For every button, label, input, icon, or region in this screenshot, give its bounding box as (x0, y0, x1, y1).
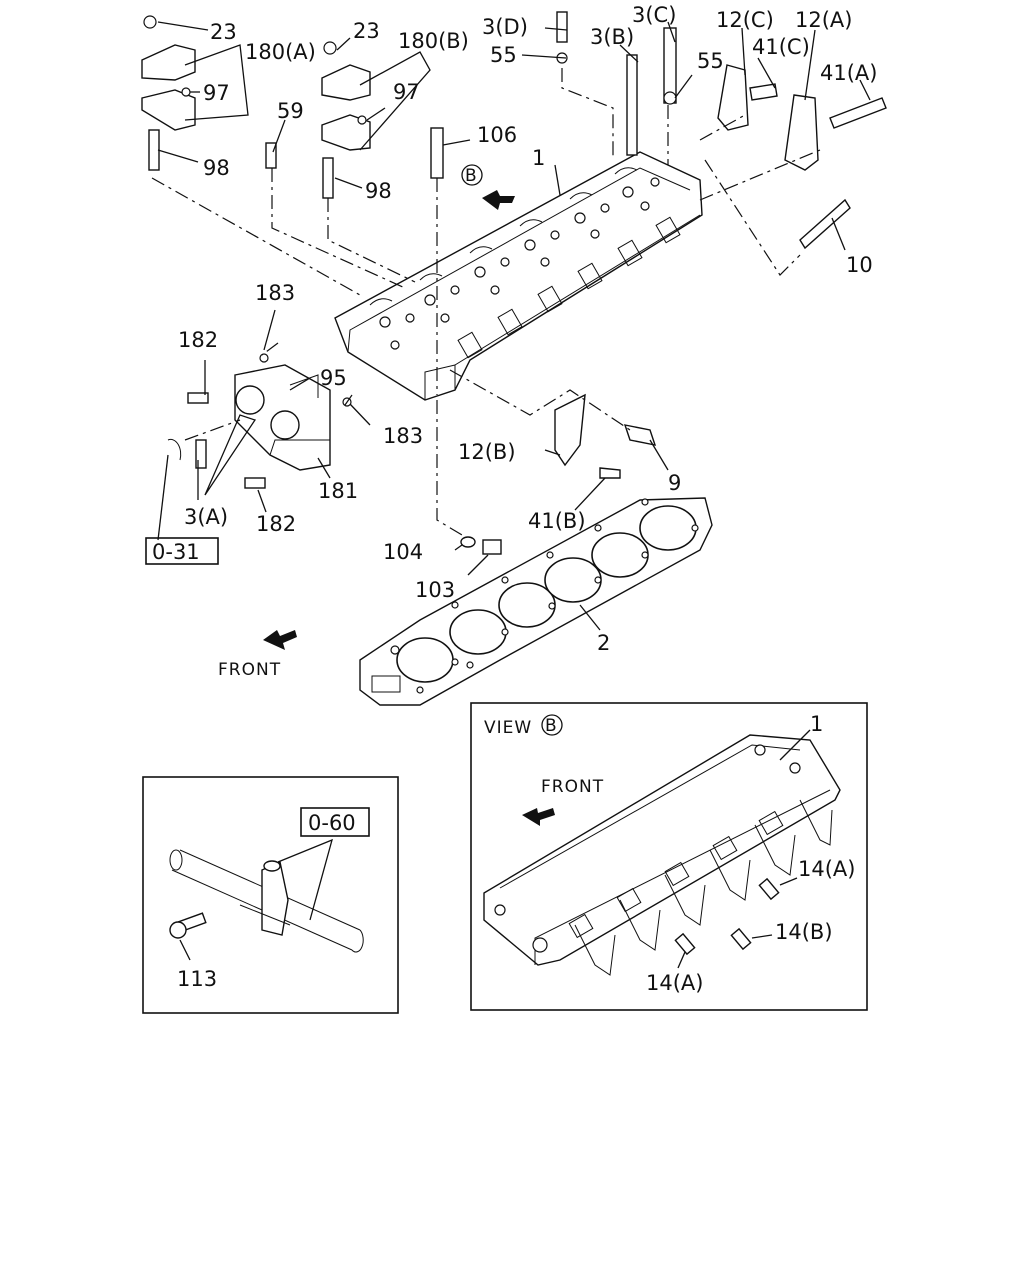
inset-label-14a-top: 14(A) (798, 857, 855, 881)
label-12b: 12(B) (458, 440, 516, 464)
label-23-a: 23 (210, 20, 237, 44)
label-103: 103 (415, 578, 455, 602)
label-23-b: 23 (353, 19, 380, 43)
label-3b: 3(B) (590, 25, 634, 49)
label-59: 59 (277, 99, 304, 123)
assembly-lines (151, 68, 821, 536)
head-gasket (359, 497, 713, 706)
cylinder-head (334, 151, 703, 401)
bearing-cap-a (141, 15, 196, 171)
front-label: FRONT (218, 660, 281, 680)
brackets (554, 64, 887, 479)
label-3a: 3(A) (184, 505, 228, 529)
label-3d: 3(D) (482, 15, 528, 39)
inset-front-label: FRONT (541, 777, 604, 797)
label-55-a: 55 (490, 43, 517, 67)
inset-left-frame (142, 776, 399, 1014)
label-12a: 12(A) (795, 8, 852, 32)
view-b-arrow-icon (482, 190, 515, 210)
label-182-a: 182 (178, 328, 218, 352)
label-97-a: 97 (203, 81, 230, 105)
label-2: 2 (597, 631, 610, 655)
label-9: 9 (668, 471, 681, 495)
label-113: 113 (177, 967, 217, 991)
sensor-9 (623, 424, 657, 446)
label-10: 10 (846, 253, 873, 277)
ref-box-0-31 (145, 537, 219, 565)
inset-label-1: 1 (810, 712, 823, 736)
glow-plug (799, 198, 851, 250)
leader-lines (157, 21, 871, 631)
callout-labels: 23 23 180(A) 180(B) 97 97 98 98 59 3(D) … (178, 3, 877, 680)
ref-0-31-label: 0-31 (152, 540, 200, 564)
ref-0-60-label: 0-60 (308, 811, 356, 835)
view-marker-letter: B (545, 716, 558, 736)
direction-arrows (263, 190, 515, 650)
label-41c: 41(C) (752, 35, 810, 59)
label-104: 104 (383, 540, 423, 564)
view-b-marker-text: B (465, 166, 478, 186)
front-arrow-icon (263, 630, 297, 650)
inset-label-14a-bottom: 14(A) (646, 971, 703, 995)
label-180b: 180(B) (398, 29, 469, 53)
label-181: 181 (318, 479, 358, 503)
plugs (167, 353, 502, 555)
label-95: 95 (320, 366, 347, 390)
label-12c: 12(C) (716, 8, 774, 32)
view-marker-circle (541, 714, 563, 736)
label-180a: 180(A) (245, 40, 316, 64)
label-98-a: 98 (203, 156, 230, 180)
inset-right-panel: VIEW B FRONT (470, 702, 868, 1011)
inset-front-arrow-icon (522, 808, 555, 826)
label-3c: 3(C) (632, 3, 676, 27)
front-housing (234, 364, 331, 471)
view-title: VIEW (484, 718, 532, 738)
bolts (265, 11, 677, 179)
label-97-b: 97 (393, 80, 420, 104)
label-1: 1 (532, 146, 545, 170)
inset-left-panel: 0-60 113 (142, 776, 399, 1014)
label-182-b: 182 (256, 512, 296, 536)
inset-right-frame (470, 702, 868, 1011)
label-183-b: 183 (383, 424, 423, 448)
bearing-cap-b (321, 41, 371, 199)
label-55-b: 55 (697, 49, 724, 73)
ref-box-0-60 (300, 807, 370, 837)
inset-label-14b: 14(B) (775, 920, 833, 944)
view-b-marker-circle (461, 164, 483, 186)
label-41b: 41(B) (528, 509, 586, 533)
label-98-b: 98 (365, 179, 392, 203)
label-183-a: 183 (255, 281, 295, 305)
label-41a: 41(A) (820, 61, 877, 85)
label-106: 106 (477, 123, 517, 147)
